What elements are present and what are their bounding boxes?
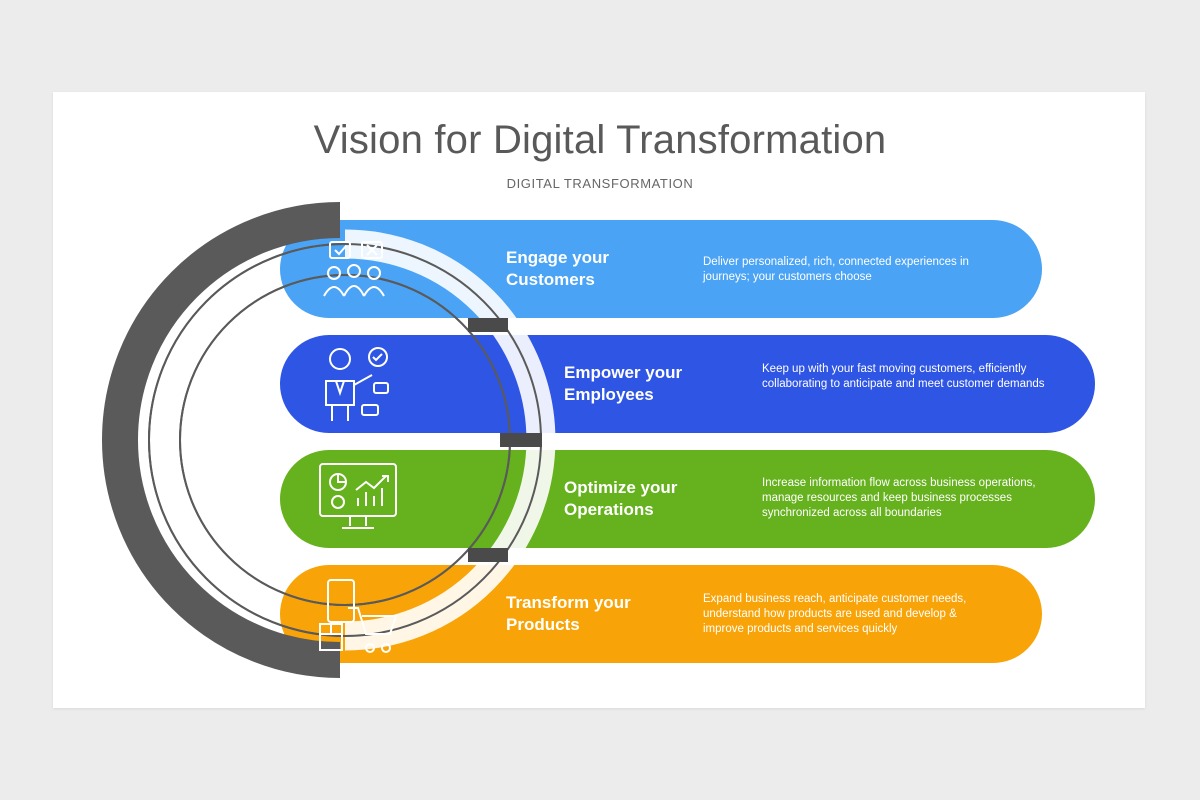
ring-segment xyxy=(500,433,542,447)
item-label-employees: Empower your Employees xyxy=(564,363,683,404)
item-description-products: Expand business reach, anticipate custom… xyxy=(703,593,967,635)
ring-segment xyxy=(468,548,508,562)
item-description-employees: Keep up with your fast moving customers,… xyxy=(762,363,1045,390)
item-label-customers: Engage your Customers xyxy=(506,248,609,289)
employee-presentation-icon xyxy=(325,347,389,421)
analytics-monitor-icon xyxy=(319,463,397,529)
ring-segment xyxy=(468,318,508,332)
item-description-operations: Increase information flow across busines… xyxy=(762,477,1036,519)
item-label-operations: Optimize your Operations xyxy=(564,478,678,519)
shopping-cart-icon xyxy=(319,579,398,653)
item-description-customers: Deliver personalized, rich, connected ex… xyxy=(703,256,969,283)
item-label-products: Transform your Products xyxy=(506,593,631,634)
band-operations xyxy=(280,450,1095,548)
customers-feedback-icon xyxy=(323,241,385,297)
middle-ring-inner xyxy=(179,274,511,606)
page-title: Vision for Digital Transformation xyxy=(313,118,887,162)
band-employees xyxy=(280,335,1095,433)
outer-ring-arc xyxy=(102,202,341,678)
page-subtitle: DIGITAL TRANSFORMATION xyxy=(506,176,694,191)
